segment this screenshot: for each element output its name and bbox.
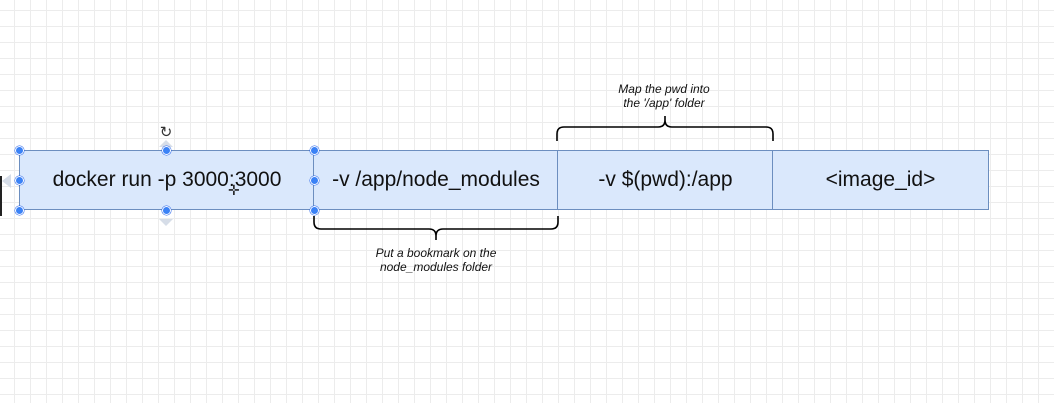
arrow-down-icon[interactable] bbox=[159, 219, 173, 226]
cell-image-id-label: <image_id> bbox=[825, 168, 936, 191]
resize-handle-se[interactable] bbox=[310, 206, 319, 215]
move-cursor-icon: ✛ bbox=[228, 182, 240, 198]
annotation-map-pwd-line2: the '/app' folder bbox=[623, 96, 705, 110]
cell-volume-pwd[interactable]: -v $(pwd):/app bbox=[557, 150, 774, 210]
resize-handle-e[interactable] bbox=[310, 176, 319, 185]
arrow-up-icon[interactable] bbox=[159, 140, 173, 147]
cell-volume-pwd-label: -v $(pwd):/app bbox=[598, 168, 733, 191]
annotation-map-pwd-line1: Map the pwd into bbox=[618, 82, 710, 96]
resize-handle-s[interactable] bbox=[162, 206, 171, 215]
resize-handle-nw[interactable] bbox=[15, 146, 24, 155]
resize-handle-w[interactable] bbox=[15, 176, 24, 185]
cell-image-id[interactable]: <image_id> bbox=[772, 150, 989, 210]
annotation-map-pwd[interactable]: Map the pwd into the '/app' folder bbox=[544, 82, 784, 110]
resize-handle-sw[interactable] bbox=[15, 206, 24, 215]
rotate-icon[interactable]: ↻ bbox=[159, 124, 173, 141]
cell-docker-run-label: docker run -p 3000:3000 bbox=[52, 168, 282, 191]
cell-docker-run[interactable]: docker run -p 3000:3000 bbox=[19, 150, 315, 210]
annotation-bookmark-line1: Put a bookmark on the bbox=[375, 246, 497, 260]
resize-handle-ne[interactable] bbox=[310, 146, 319, 155]
bottom-brace[interactable] bbox=[313, 216, 559, 240]
top-brace[interactable] bbox=[556, 116, 774, 141]
arrow-left-icon[interactable] bbox=[2, 174, 11, 188]
left-edge-indicator bbox=[0, 176, 2, 216]
annotation-bookmark-line2: node_modules folder bbox=[379, 260, 493, 274]
cell-volume-node-modules[interactable]: -v /app/node_modules bbox=[313, 150, 559, 210]
cell-volume-node-modules-label: -v /app/node_modules bbox=[332, 168, 540, 191]
annotation-bookmark[interactable]: Put a bookmark on the node_modules folde… bbox=[316, 246, 556, 274]
resize-handle-n[interactable] bbox=[162, 146, 171, 155]
